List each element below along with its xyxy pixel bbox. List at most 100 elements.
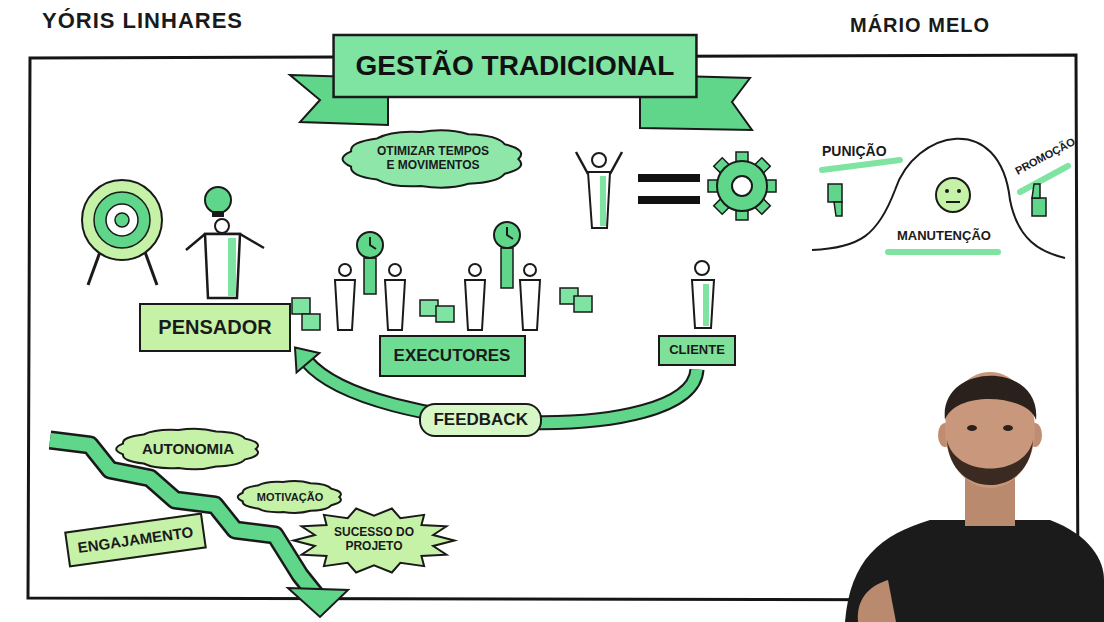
figure-head [592, 153, 606, 167]
figure-body [205, 234, 240, 298]
thumbs-up [1032, 184, 1040, 198]
thumbs-up [1032, 198, 1046, 216]
curve-line [812, 139, 1065, 258]
starburst-shape [294, 508, 455, 572]
arrow-head [295, 348, 319, 373]
cloud-shape [343, 130, 522, 187]
presenter-arm [858, 580, 896, 622]
clock-arrow [501, 248, 513, 288]
node-label: PENSADOR [158, 316, 271, 339]
figure-stripe [703, 284, 709, 326]
figure-head [339, 264, 351, 276]
figure-arm [610, 152, 622, 174]
curve-label: PROMOÇÃO [1013, 135, 1077, 177]
decline-cloud: AUTONOMIA [111, 425, 265, 473]
underline [822, 160, 900, 170]
figure-body [465, 280, 485, 330]
target-ring [82, 180, 162, 260]
clock-arrow [364, 258, 376, 294]
figure-arm [576, 152, 588, 174]
target-leg [88, 252, 100, 285]
node-text-block: PENSADOR [158, 316, 271, 339]
figure-body [385, 280, 405, 330]
task-box [574, 296, 592, 312]
task-box [292, 298, 310, 314]
node-label: MOTIVAÇÃO [257, 491, 323, 504]
cloud-shape [116, 429, 258, 469]
node-text-block: EXECUTORES [394, 346, 511, 366]
node-label: SUCESSO DO PROJETO [334, 526, 414, 554]
node-text-block: OTIMIZAR TEMPOS E MOVIMENTOS [374, 145, 492, 173]
cloud-shape [238, 481, 341, 513]
thinker-figure [186, 187, 264, 298]
node-text-block: AUTONOMIA [142, 440, 234, 457]
thumbs-down [828, 184, 842, 202]
figure-head [524, 264, 536, 276]
clock [357, 232, 383, 258]
role-box: PENSADOR [139, 303, 291, 352]
decline-burst: SUCESSO DO PROJETO [292, 507, 456, 574]
figure-head [469, 264, 481, 276]
target-ring [106, 204, 138, 236]
client-figure [692, 261, 714, 328]
executor-figures [292, 222, 592, 330]
decline-cloud: MOTIVAÇÃO [234, 478, 346, 516]
task-box [436, 306, 454, 322]
underline [888, 249, 998, 255]
figure-stripe [228, 238, 236, 296]
clock [494, 222, 520, 248]
node-text-block: SUCESSO DO PROJETO [334, 526, 414, 554]
person-equals-gear [576, 152, 776, 228]
decline-box: ENGAJAMENTO [64, 513, 207, 568]
figure-stripe [600, 176, 606, 226]
node-text-block: CLIENTE [669, 343, 725, 358]
target-ring [115, 213, 129, 227]
smiley-eye [957, 189, 961, 193]
smiley-face [936, 178, 970, 212]
curve-label: MANUTENÇÃO [897, 228, 991, 243]
equals-bar [638, 174, 700, 182]
figure-body [520, 280, 540, 330]
node-label: ENGAJAMENTO [76, 523, 194, 556]
role-box: CLIENTE [658, 335, 736, 366]
smiley-eye [945, 189, 949, 193]
figure-body [588, 172, 610, 228]
edge-label: FEEDBACK [419, 403, 541, 437]
node-text-block: MOTIVAÇÃO [257, 491, 323, 504]
gear-hole [732, 176, 752, 196]
target-leg [145, 252, 157, 285]
banner [334, 35, 697, 97]
gear-body [717, 161, 767, 211]
node-label: OTIMIZAR TEMPOS E MOVIMENTOS [374, 145, 492, 173]
figure-head [215, 219, 229, 233]
presenter-eye [967, 425, 977, 431]
role-box: EXECUTORES [379, 335, 526, 377]
task-box [302, 314, 320, 330]
whiteboard-frame [28, 55, 1078, 600]
lightbulb-base [212, 211, 224, 217]
title: GESTÃO TRADICIONAL [356, 50, 675, 82]
figure-body [335, 280, 355, 330]
clock-hands [370, 237, 376, 249]
target [82, 180, 162, 285]
node-text-block: ENGAJAMENTO [76, 523, 194, 556]
goal-cloud: OTIMIZAR TEMPOS E MOVIMENTOS [336, 125, 530, 193]
gear [708, 152, 776, 220]
equals-bar [638, 196, 700, 204]
author-name: MÁRIO MELO [850, 14, 990, 37]
presenter-eye [1003, 425, 1013, 431]
figure-head [695, 261, 709, 275]
author-name: YÓRIS LINHARES [42, 8, 243, 34]
node-label: CLIENTE [669, 343, 725, 358]
presenter-beard [947, 440, 1033, 485]
figure-body [692, 280, 714, 328]
presenter-shirt [845, 520, 1104, 622]
presenter-hair [945, 376, 1037, 420]
clock-hands [507, 227, 513, 239]
presenter [845, 372, 1104, 622]
lightbulb [205, 187, 231, 213]
figure-head [389, 264, 401, 276]
smiley-mouth [946, 201, 960, 203]
